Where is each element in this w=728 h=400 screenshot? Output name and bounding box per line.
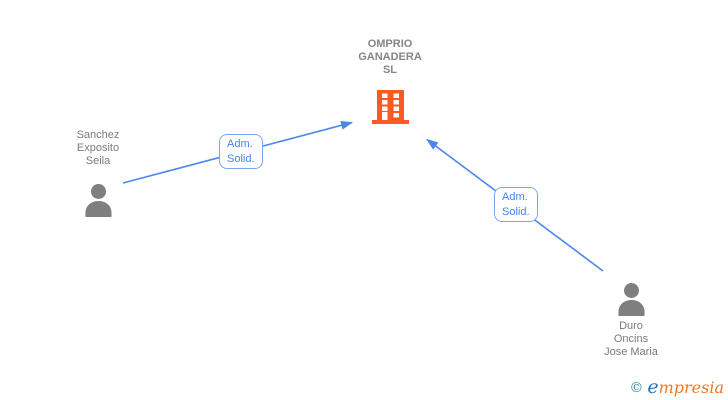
company-node[interactable]: OMPRIO GANADERA SL [310, 38, 470, 124]
company-name: OMPRIO GANADERA SL [358, 38, 422, 76]
person-icon [617, 283, 645, 316]
building-icon [371, 90, 409, 124]
edge-label-adm-solid-1[interactable]: Adm. Solid. [219, 134, 263, 169]
person-icon [84, 184, 112, 217]
person-name-sanchez: Sanchez Exposito Seila [76, 129, 120, 167]
person-node-sanchez[interactable]: Sanchez Exposito Seila [38, 129, 158, 217]
person-node-duro[interactable]: Duro Oncins Jose Maria [571, 283, 691, 359]
empresia-logo[interactable]: ©empresia [629, 376, 724, 398]
brand-rest: mpresia [658, 378, 724, 397]
brand-initial: e [647, 376, 659, 398]
person-name-duro: Duro Oncins Jose Maria [604, 320, 658, 358]
edge-label-adm-solid-2[interactable]: Adm. Solid. [494, 187, 538, 222]
copyright-symbol: © [629, 380, 644, 396]
